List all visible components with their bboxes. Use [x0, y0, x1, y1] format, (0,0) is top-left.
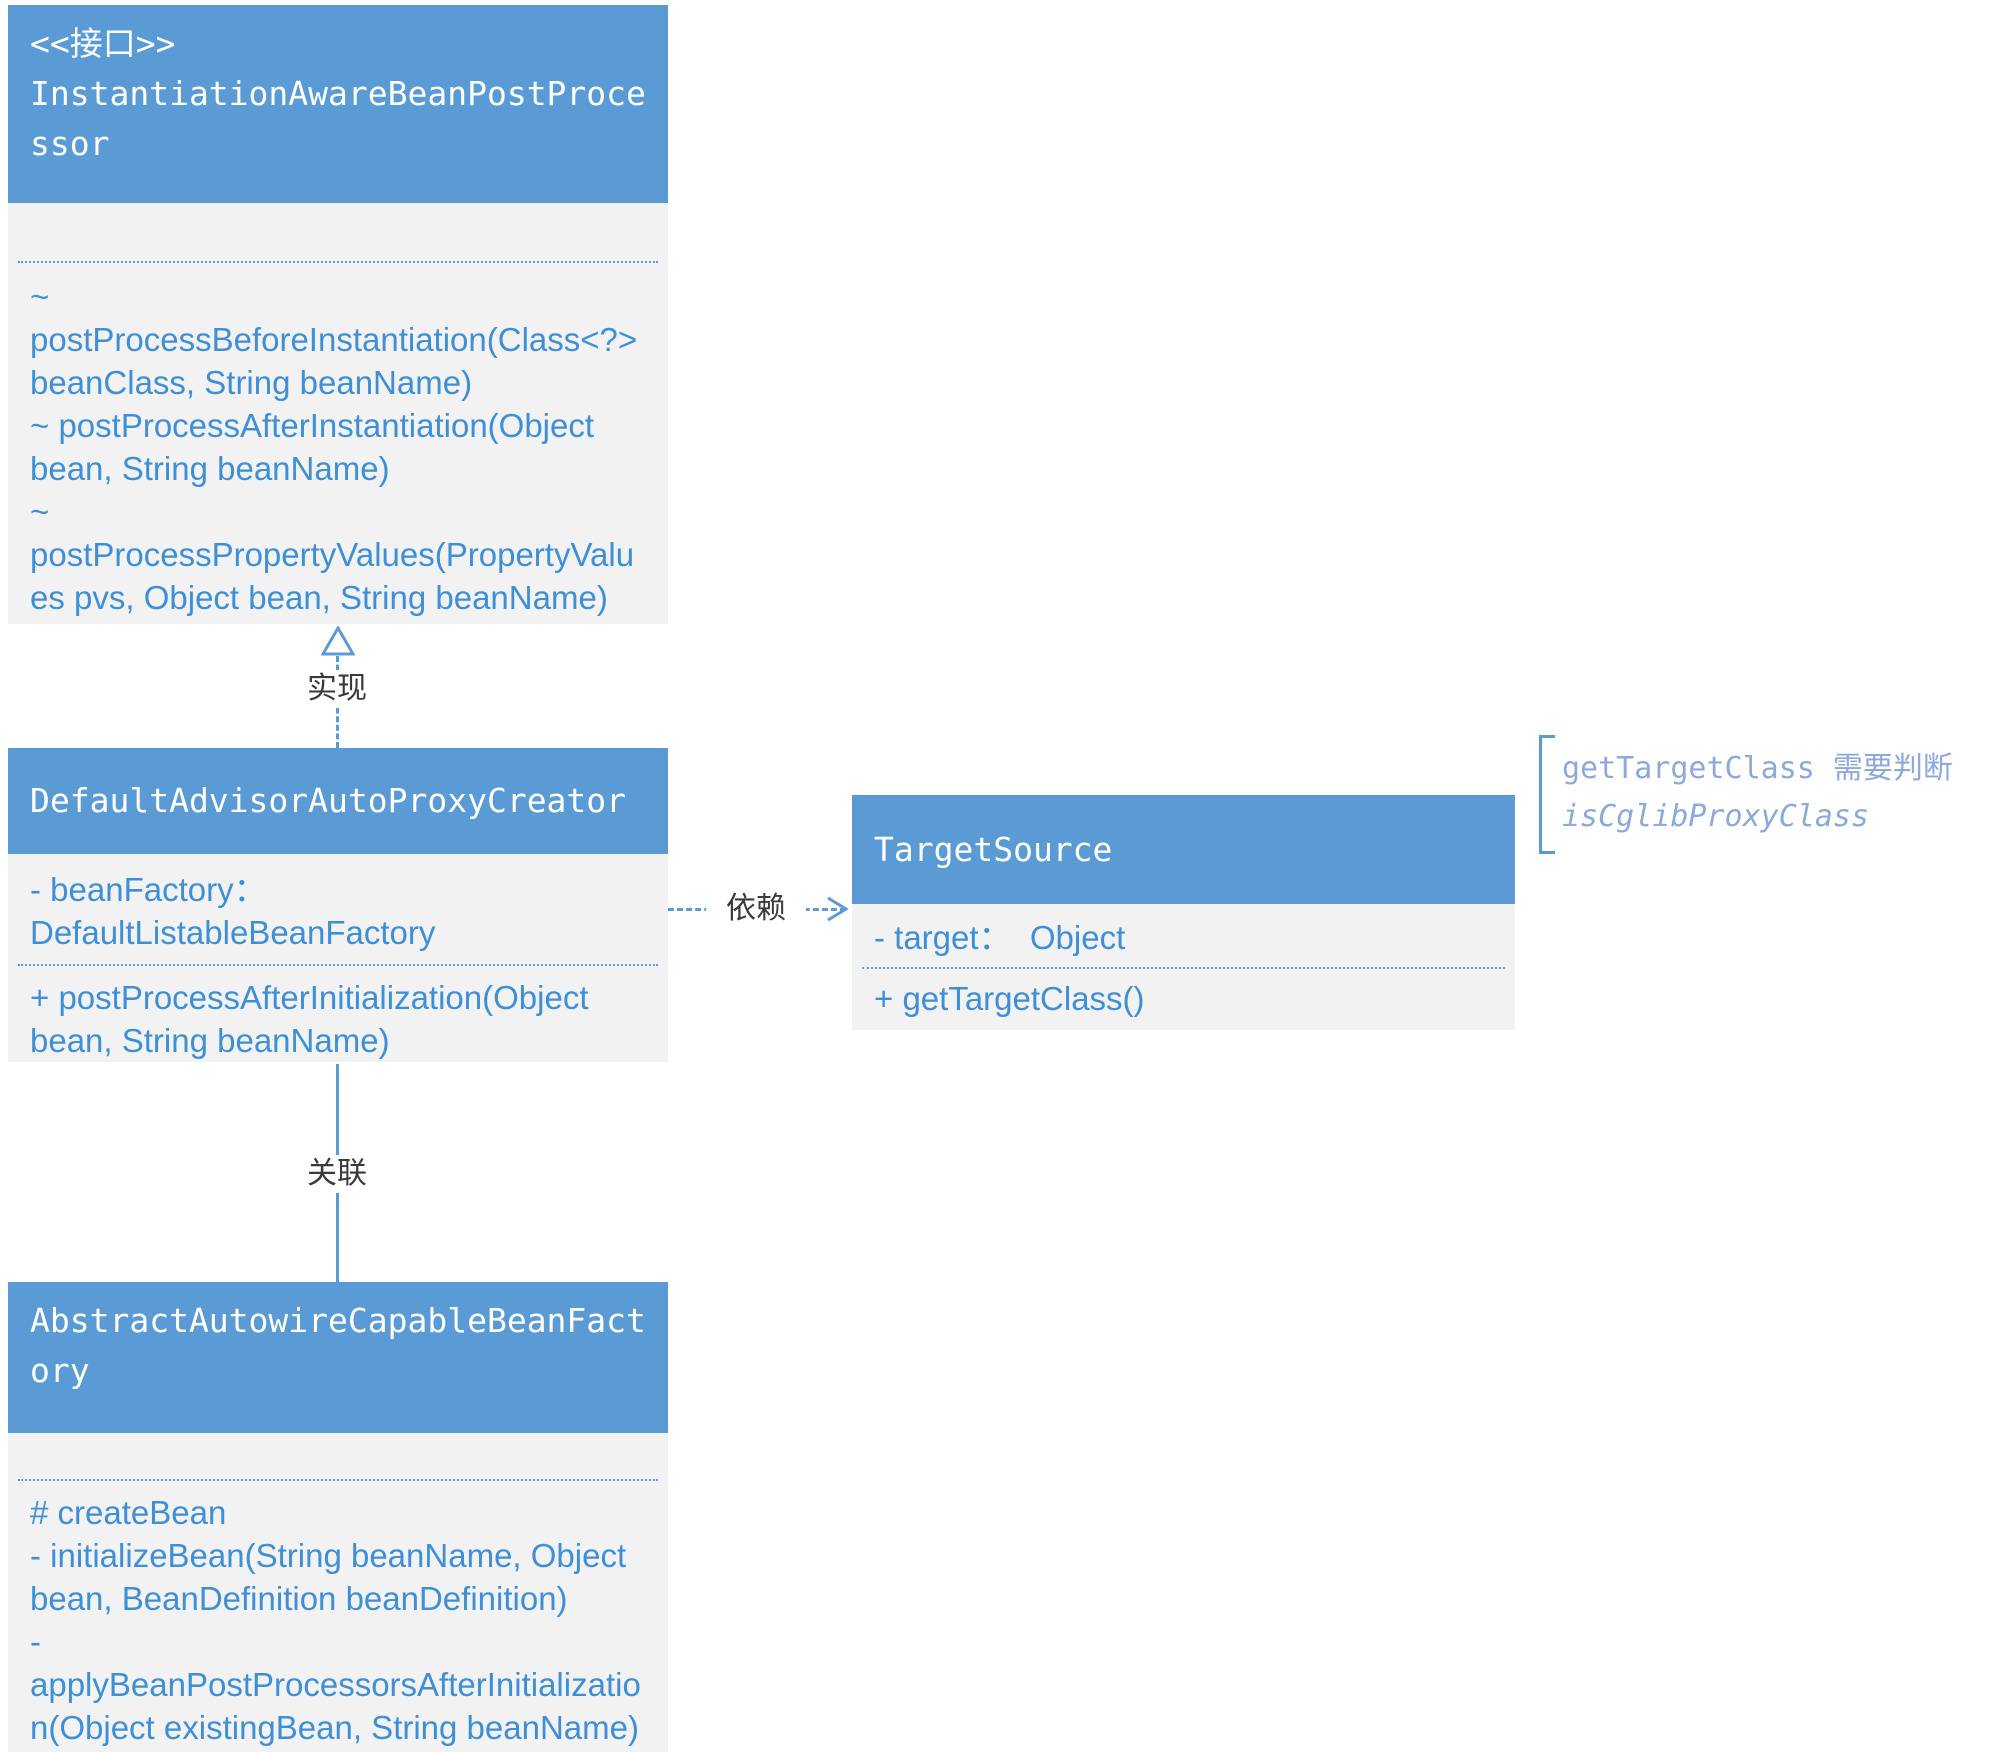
method-item: + postProcessAfterInitialization(Object … [30, 979, 589, 1059]
class-instantiation-aware-bean-post-processor: <<接口>> InstantiationAwareBeanPostProcess… [8, 5, 668, 624]
class-name: DefaultAdvisorAutoProxyCreator [30, 781, 627, 820]
methods-compartment: + getTargetClass() [852, 969, 1515, 1020]
attribute-item: - target： Object [874, 919, 1126, 956]
method-item: + getTargetClass() [874, 980, 1145, 1017]
compartment-divider [18, 964, 658, 966]
methods-compartment: ~ postProcessBeforeInstantiation(Class<?… [8, 263, 668, 619]
class-name: InstantiationAwareBeanPostProcessor [30, 74, 646, 163]
methods-compartment: # createBean - initializeBean(String bea… [8, 1481, 668, 1749]
class-body: - target： Object + getTargetClass() [852, 904, 1515, 1030]
realization-triangle-arrowhead [321, 626, 355, 656]
compartment-divider [18, 1479, 658, 1481]
compartment-divider [862, 967, 1505, 969]
compartment-divider [18, 261, 658, 263]
dependency-label: 依赖 [706, 890, 806, 928]
realization-label: 实现 [287, 670, 387, 708]
attribute-item: - beanFactory： DefaultListableBeanFactor… [30, 871, 436, 951]
attributes-compartment [8, 203, 668, 261]
annotation-text-line2: isCglibProxyClass [1562, 799, 1870, 834]
class-name: AbstractAutowireCapableBeanFactory [30, 1301, 646, 1390]
attributes-compartment [8, 1433, 668, 1479]
class-header: AbstractAutowireCapableBeanFactory [8, 1282, 668, 1433]
annotation-text-line1: getTargetClass 需要判断 [1562, 751, 1953, 786]
annotation-bracket [1539, 735, 1555, 854]
class-name: TargetSource [874, 829, 1113, 869]
class-header: <<接口>> InstantiationAwareBeanPostProcess… [8, 5, 668, 203]
method-item: ~ postProcessBeforeInstantiation(Class<?… [30, 278, 638, 401]
class-body: - beanFactory： DefaultListableBeanFactor… [8, 854, 668, 1062]
attributes-compartment: - target： Object [852, 904, 1515, 967]
method-item: # createBean [30, 1494, 227, 1531]
class-body: # createBean - initializeBean(String bea… [8, 1433, 668, 1752]
class-header: TargetSource [852, 795, 1515, 904]
class-default-advisor-auto-proxy-creator: DefaultAdvisorAutoProxyCreator - beanFac… [8, 748, 668, 1062]
class-abstract-autowire-capable-bean-factory: AbstractAutowireCapableBeanFactory # cre… [8, 1282, 668, 1752]
class-stereotype: <<接口>> [30, 24, 176, 63]
method-item: - initializeBean(String beanName, Object… [30, 1537, 627, 1617]
methods-compartment: + postProcessAfterInitialization(Object … [8, 966, 668, 1062]
method-item: ~ postProcessAfterInstantiation(Object b… [30, 407, 595, 487]
method-item: ~ postProcessPropertyValues(PropertyValu… [30, 493, 635, 616]
dependency-open-arrowhead [827, 896, 849, 922]
class-header: DefaultAdvisorAutoProxyCreator [8, 748, 668, 854]
attributes-compartment: - beanFactory： DefaultListableBeanFactor… [8, 854, 668, 964]
method-item: - applyBeanPostProcessorsAfterInitializa… [30, 1623, 641, 1746]
class-body: ~ postProcessBeforeInstantiation(Class<?… [8, 203, 668, 624]
class-target-source: TargetSource - target： Object + getTarge… [852, 795, 1515, 1030]
association-label: 关联 [287, 1155, 387, 1193]
